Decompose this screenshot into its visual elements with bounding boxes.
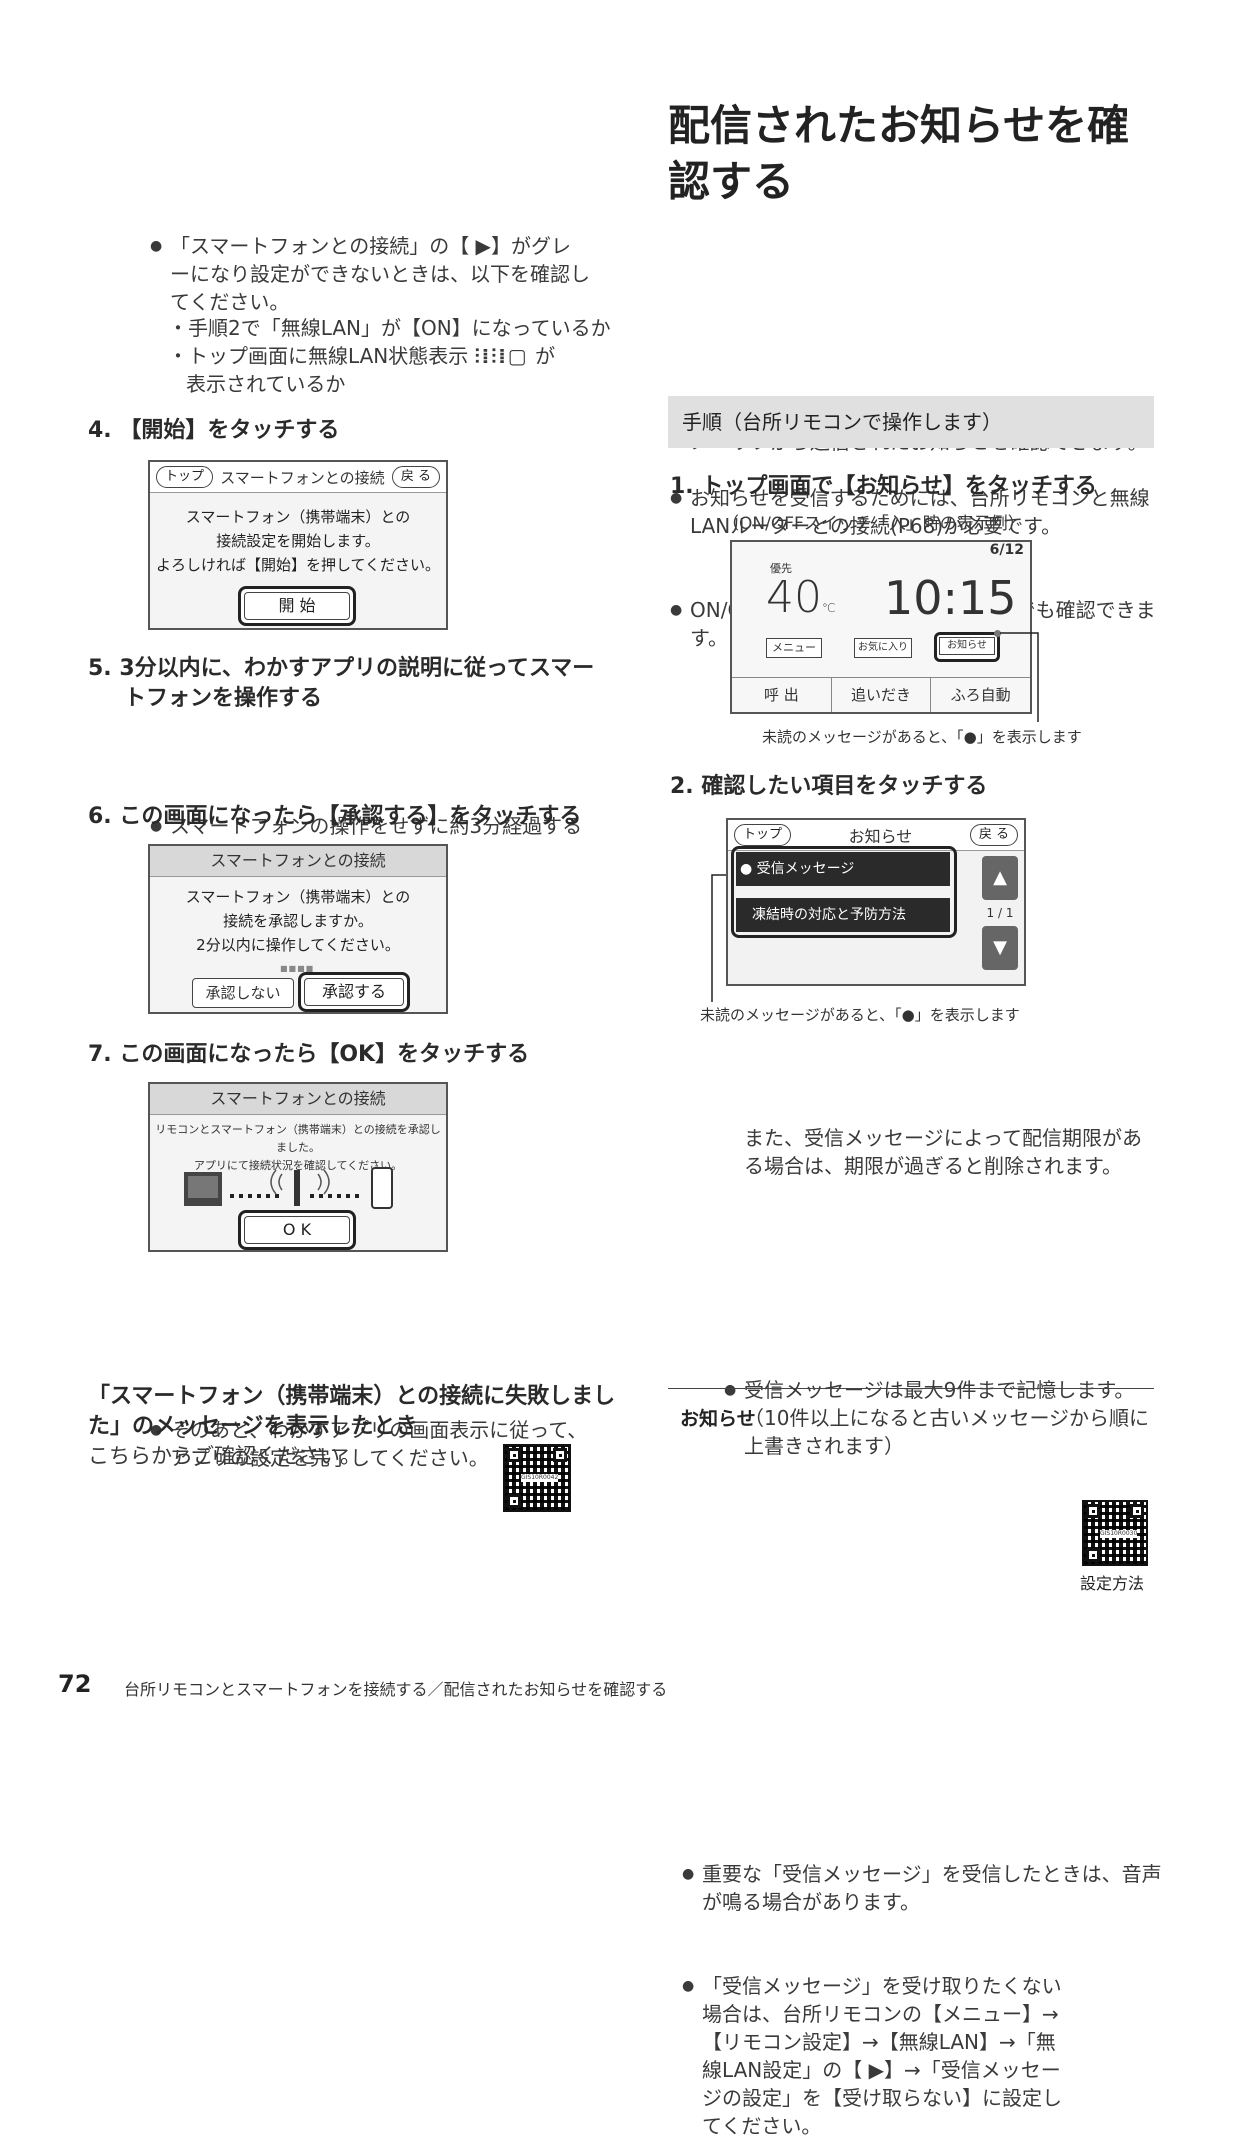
reheat-button[interactable]: 追いだき [832, 678, 932, 712]
favorite-button[interactable]: お気に入り [854, 638, 912, 658]
scroll-down-button[interactable]: ▼ [982, 926, 1018, 970]
step-2-note: 未読のメッセージがあると、「●」を表示します [700, 1006, 1020, 1024]
wifi-status-icons: ⫶⁞⫶⁞▢ [474, 344, 529, 368]
approve-button-label: 承認する [304, 978, 404, 1006]
notices-screen: トップ お知らせ 戻 る ● 受信メッセージ 凍結時の対応と予防方法 ▲ 1 /… [726, 818, 1026, 986]
scroll-up-button[interactable]: ▲ [982, 856, 1018, 900]
notice-button[interactable]: お知らせ [934, 632, 1000, 662]
temperature-unit: ℃ [822, 601, 836, 615]
list-item-received-messages[interactable]: ● 受信メッセージ [736, 852, 950, 886]
back-button[interactable]: 戻 る [969, 824, 1018, 846]
page-title-line1: 配信されたお知らせを確 [668, 101, 1130, 150]
temperature-display: 40℃ [766, 574, 835, 632]
step-1-note: 未読のメッセージがあると、「●」を表示します [762, 728, 1082, 746]
step-2-bullet: 受信メッセージは最大9件まで記憶します。（10件以上になると古いメッセージから順… [724, 1376, 1168, 1460]
screen-b-title: スマートフォンとの接続 [150, 846, 446, 877]
temperature-value: 40 [766, 572, 822, 623]
step-6: 6. この画面になったら【承認する】をタッチする [88, 804, 582, 829]
step-1-caption: （ON/OFFスイッチ「入」時の表示例） [722, 514, 1025, 534]
progress-dots: ■■■■ [280, 964, 315, 973]
menu-button[interactable]: メニュー [766, 638, 822, 658]
page-number: 72 [58, 1670, 92, 1698]
fail-heading-line1: 「スマートフォン（携帯端末）との接続に失敗しまし [88, 1384, 616, 1409]
qr-code-id: GIS10R0030 [1100, 1530, 1138, 1538]
check-item-1: ・手順2で「無線LAN」が【ON】になっているか [168, 316, 611, 340]
top-screen: 6/12 優先 40℃ 10:15 メニュー お気に入り お知らせ 呼 出 追い… [730, 540, 1032, 714]
back-button[interactable]: 戻 る [391, 466, 440, 488]
smartphone-icon [371, 1167, 393, 1209]
step-7: 7. この画面になったら【OK】をタッチする [88, 1042, 530, 1067]
step-4: 4. 【開始】をタッチする [88, 418, 340, 443]
notice-button-label: お知らせ [939, 637, 995, 655]
step-2-bullet-cont: また、受信メッセージによって配信期限がある場合は、期限が過ぎると削除されます。 [744, 1126, 1142, 1178]
ok-button-label: O K [244, 1216, 350, 1244]
page-indicator: 1 / 1 [986, 906, 1014, 920]
qr-code-id: GIS10R0042 [521, 1474, 559, 1482]
screen-b-line3: 2分以内に操作してください。 [196, 936, 400, 954]
screen-c-title: スマートフォンとの接続 [150, 1084, 446, 1115]
step-1: 1. トップ画面で【お知らせ】をタッチする [670, 474, 1097, 499]
check-item-2: ・トップ画面に無線LAN状態表示 ⫶⁞⫶⁞▢ が [168, 342, 555, 370]
top-button[interactable]: トップ [734, 824, 792, 846]
qr-code-connection-failure[interactable]: GIS10R0042 [503, 1444, 571, 1512]
footer-text: 台所リモコンとスマートフォンを接続する／配信されたお知らせを確認する [124, 1680, 668, 1699]
step-5-line1: 5. 3分以内に、わかすアプリの説明に従ってスマー [88, 656, 595, 681]
notice-bullet-1: 重要な「受信メッセージ」を受信したときは、音声が鳴る場合があります。 [682, 1860, 1162, 1916]
top-bullet: 「スマートフォンとの接続」の【 ▶】がグレーになり設定ができないときは、以下を確… [150, 232, 590, 316]
unread-dot [994, 630, 1001, 637]
ok-button[interactable]: O K [238, 1210, 356, 1250]
clock-display: 10:15 [884, 571, 1017, 625]
bottom-bar: 呼 出 追いだき ふろ自動 [732, 677, 1030, 712]
screen-c-line2: アプリにて接続状況を確認してください。 [193, 1159, 403, 1172]
router-icon [294, 1170, 300, 1206]
notice-divider [668, 1388, 1154, 1389]
call-button[interactable]: 呼 出 [732, 678, 832, 712]
step-5-line2: トフォンを操作する [124, 686, 323, 711]
notice-title: お知らせ [680, 1408, 756, 1430]
screen-b-line2: 接続を承認しますか。 [223, 912, 373, 930]
screen-a-line2: 接続設定を開始します。 [216, 532, 380, 550]
check-item-3: 表示されているか [186, 372, 346, 396]
list-highlight [731, 846, 957, 938]
page-title: 配信されたお知らせを確 認する [668, 98, 1129, 210]
screen-a-header: トップ スマートフォンとの接続 戻 る [150, 462, 446, 493]
notices-title: お知らせ [848, 827, 913, 846]
qr-code-settings[interactable]: GIS10R0030 [1082, 1500, 1148, 1566]
screen-connection-approved: スマートフォンとの接続 リモコンとスマートフォン（携帯端末）との接続を承認しまし… [148, 1082, 448, 1252]
list-item-freeze-prevention[interactable]: 凍結時の対応と予防方法 [736, 898, 950, 932]
screen-a-line3: よろしければ【開始】を押してください。 [155, 556, 441, 574]
fail-check-text: こちらからご確認ください。 [88, 1444, 361, 1468]
screen-start-connection: トップ スマートフォンとの接続 戻 る スマートフォン（携帯端末）との 接続設定… [148, 460, 448, 630]
intro-bullet-2: お知らせを受信するためには、台所リモコンと無線LANルーターとの接続(P68)が… [670, 484, 1180, 540]
qr-label: 設定方法 [1080, 1574, 1145, 1593]
screen-a-title: スマートフォンとの接続 [220, 468, 385, 487]
notices-header: トップ お知らせ 戻 る [728, 820, 1024, 851]
check-item-2-end: が [535, 344, 556, 368]
start-button[interactable]: 開 始 [238, 586, 356, 626]
check-item-2-text: ・トップ画面に無線LAN状態表示 [168, 344, 469, 368]
deny-button[interactable]: 承認しない [192, 978, 294, 1008]
notice-bullet-2: 「受信メッセージ」を受け取りたくない場合は、台所リモコンの【メニュー】→【リモコ… [682, 1972, 1074, 2140]
connection-diagram [184, 1167, 393, 1209]
auto-bath-button[interactable]: ふろ自動 [950, 686, 1011, 704]
screen-approve-connection: スマートフォンとの接続 スマートフォン（携帯端末）との 接続を承認しますか。 2… [148, 844, 448, 1014]
top-button[interactable]: トップ [156, 466, 214, 488]
procedure-header: 手順（台所リモコンで操作します） [668, 396, 1154, 448]
screen-b-line1: スマートフォン（携帯端末）との [185, 888, 411, 906]
start-button-label: 開 始 [244, 592, 350, 620]
screen-a-line1: スマートフォン（携帯端末）との [185, 508, 411, 526]
approve-button[interactable]: 承認する [298, 972, 410, 1012]
screen-c-line1: リモコンとスマートフォン（携帯端末）との接続を承認しました。 [155, 1123, 441, 1154]
page-title-line2: 認する [668, 157, 795, 206]
priority-label: 優先 [770, 562, 792, 575]
fail-heading-line2: た」のメッセージを表示したとき [88, 1414, 418, 1439]
date-display: 6/12 [989, 542, 1024, 558]
step-2: 2. 確認したい項目をタッチする [670, 774, 988, 799]
step-7-bullet: そのあと、わかすアプリの画面表示に従って、アプリの設定を完了してください。 [150, 1416, 600, 1472]
